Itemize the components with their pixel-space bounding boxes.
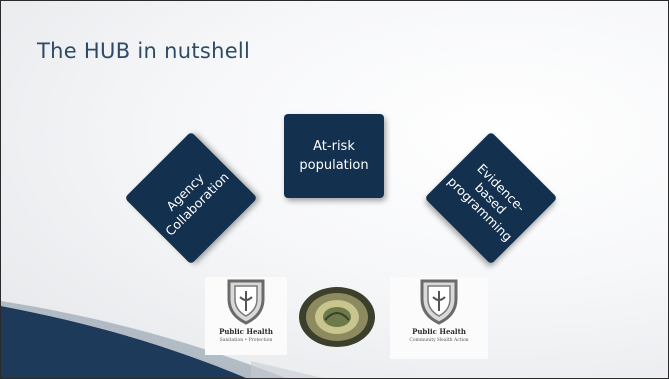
evidence-based-programming-label: Evidence- based programming [445,160,529,244]
logo-1-subtitle: Sanitation • Protection [219,338,273,343]
slide-title: The HUB in nutshell [37,39,251,63]
seal-icon [299,287,375,347]
public-health-logo: Public Health Sanitation • Protection [205,277,287,355]
at-risk-population-label: At-risk population [299,139,369,173]
logo-3-subtitle: Community Health Action [409,338,469,343]
seal-logo [296,284,378,350]
shield-icon [420,279,458,325]
shield-icon [227,279,265,325]
at-risk-population-box: At-risk population [284,114,384,198]
agency-collaboration-label: Agency Collaboration [162,169,232,239]
public-health-logo-2: Public Health Community Health Action [390,277,488,359]
logo-1-title: Public Health [219,327,273,336]
logo-3-title: Public Health [412,327,466,336]
